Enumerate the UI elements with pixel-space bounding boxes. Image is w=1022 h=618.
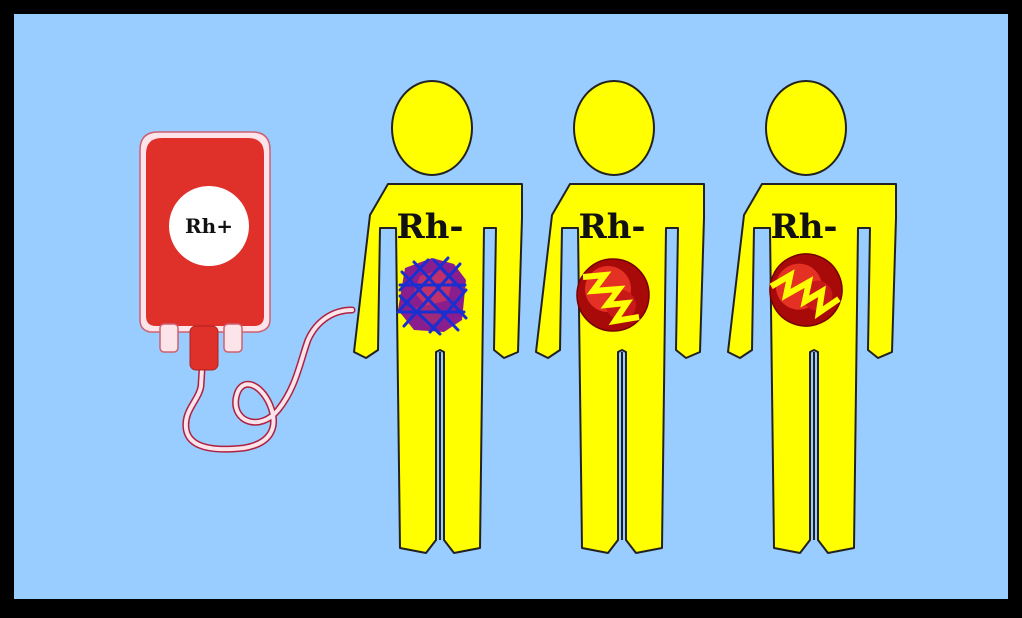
person-2-label: Rh- bbox=[578, 207, 645, 247]
blood-bag-label: Rh+ bbox=[185, 214, 233, 238]
person-1-label: Rh- bbox=[396, 207, 463, 247]
clumped-cells-icon bbox=[398, 258, 466, 334]
person-3-label: Rh- bbox=[770, 207, 837, 247]
cracked-cell-icon bbox=[577, 259, 649, 331]
